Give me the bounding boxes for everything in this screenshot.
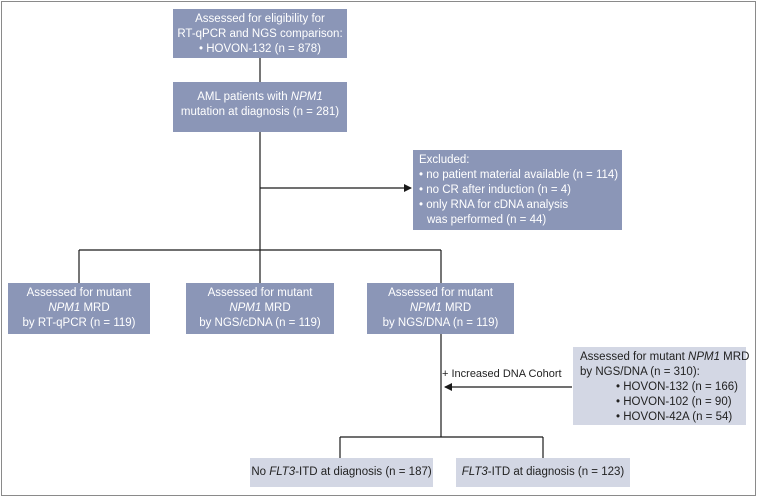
increased-line-1-text: Assessed for mutant (580, 351, 689, 363)
ngsdna-line-2: NPM1 MRD (367, 301, 514, 316)
ngscdna-line-3: by NGS/cDNA (n = 119) (199, 317, 321, 329)
eligibility-line-1: Assessed for eligibility for (195, 13, 325, 25)
ngscdna-line-2: NPM1 MRD (186, 301, 334, 316)
excluded-title: Excluded: (419, 154, 470, 166)
increased-item-2: • HOVON-102 (n = 90) (616, 396, 732, 408)
excluded-item-2: • no CR after induction (n = 4) (419, 184, 572, 196)
rtqpcr-line-1: Assessed for mutant (26, 287, 132, 299)
flt3-line: FLT3-ITD at diagnosis (n = 123) (456, 465, 630, 480)
increased-line-2: by NGS/DNA (n = 310): (580, 366, 700, 378)
excluded-box: Excluded: • no patient material availabl… (413, 150, 622, 230)
aml-line-1-text: AML patients with (197, 91, 291, 103)
no-flt3-prefix: No (251, 466, 270, 478)
no-flt3-suffix: -ITD at diagnosis (n = 187) (295, 466, 432, 478)
increased-item-1: • HOVON-132 (n = 166) (616, 381, 738, 393)
flt3-suffix: -ITD at diagnosis (n = 123) (487, 466, 625, 478)
increased-cohort-label: + Increased DNA Cohort (442, 368, 562, 380)
no-flt3-line: No FLT3-ITD at diagnosis (n = 187) (250, 465, 433, 480)
ngsdna-mrd: MRD (441, 302, 472, 314)
excluded-item-1: • no patient material available (n = 114… (419, 169, 619, 181)
ngscdna-gene: NPM1 (229, 302, 262, 314)
no-flt3-box: No FLT3-ITD at diagnosis (n = 187) (250, 458, 433, 487)
rtqpcr-box: Assessed for mutant NPM1 MRD by RT-qPCR … (8, 283, 150, 334)
increased-line-1: Assessed for mutant NPM1 MRD (580, 350, 750, 365)
rtqpcr-line-2: NPM1 MRD (8, 301, 150, 316)
eligibility-line-3: • HOVON-132 (n = 878) (199, 43, 321, 55)
ngscdna-mrd: MRD (261, 302, 291, 314)
aml-line-2: mutation at diagnosis (n = 281) (180, 106, 340, 118)
no-flt3-gene: FLT3 (269, 466, 296, 478)
rtqpcr-mrd: MRD (80, 302, 110, 314)
rtqpcr-gene: NPM1 (48, 302, 81, 314)
increased-mrd: MRD (719, 351, 750, 363)
ngsdna-line-1: Assessed for mutant (388, 287, 493, 299)
ngsdna-box: Assessed for mutant NPM1 MRD by NGS/DNA … (367, 283, 514, 334)
flt3-gene: FLT3 (461, 466, 488, 478)
increased-cohort-box: Assessed for mutant NPM1 MRD by NGS/DNA … (573, 347, 750, 425)
eligibility-line-2: RT-qPCR and NGS comparison: (177, 28, 343, 40)
ngscdna-line-1: Assessed for mutant (207, 287, 313, 299)
aml-gene: NPM1 (290, 91, 323, 103)
ngsdna-line-3: by NGS/DNA (n = 119) (382, 317, 499, 329)
increased-gene: NPM1 (688, 351, 720, 363)
rtqpcr-line-3: by RT-qPCR (n = 119) (22, 317, 136, 329)
excluded-item-3-cont: was performed (n = 44) (427, 214, 547, 226)
flt3-box: FLT3-ITD at diagnosis (n = 123) (456, 458, 630, 487)
increased-item-3: • HOVON-42A (n = 54) (616, 411, 733, 423)
aml-box: AML patients with NPM1 mutation at diagn… (173, 82, 347, 132)
ngsdna-gene: NPM1 (409, 302, 442, 314)
excluded-item-3: • only RNA for cDNA analysis (419, 199, 569, 211)
eligibility-box: Assessed for eligibility for RT-qPCR and… (173, 9, 347, 58)
ngscdna-box: Assessed for mutant NPM1 MRD by NGS/cDNA… (186, 283, 334, 334)
aml-line-1: AML patients with NPM1 (173, 90, 347, 105)
